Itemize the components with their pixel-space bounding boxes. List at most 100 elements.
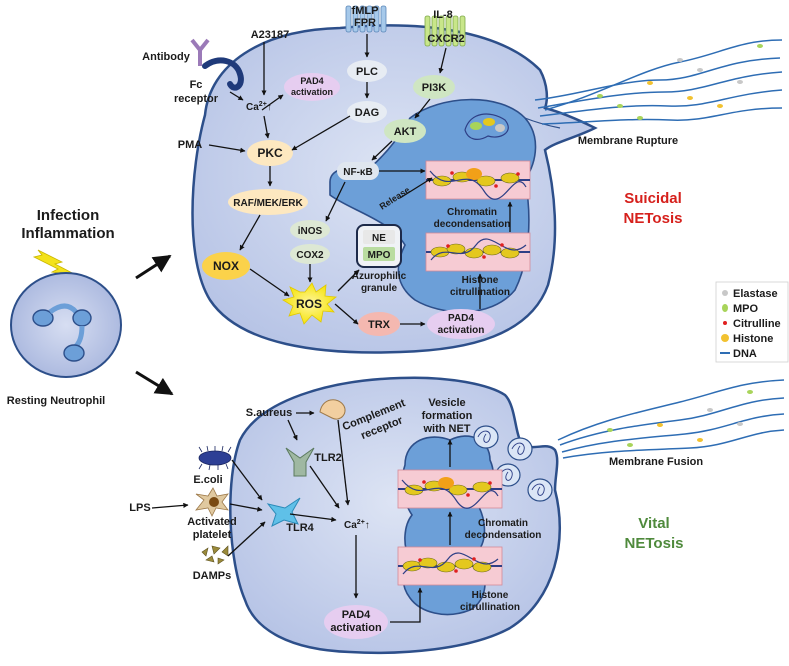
nox-label: NOX — [213, 259, 239, 273]
infection-label: Infection — [37, 207, 100, 224]
vital-title-2: NETosis — [625, 535, 684, 552]
antibody-label: Antibody — [142, 51, 191, 63]
legend-mpo-swatch — [722, 304, 728, 312]
tlr4-label: TLR4 — [286, 522, 314, 534]
fmlp-label: fMLP — [352, 5, 379, 17]
pkc-node — [247, 140, 293, 166]
released-dna-proteins — [597, 44, 763, 120]
akt-label: AKT — [394, 126, 417, 138]
trx-node — [358, 312, 400, 336]
saureus-label: S.aureus — [246, 407, 292, 419]
histone-citrullinated-panel — [425, 232, 531, 272]
calcium-label: Ca2+↑ — [246, 101, 272, 113]
pad4-bottom-label-1: PAD4 — [448, 313, 474, 324]
dag-node — [347, 101, 387, 123]
vital-chromatin-panel — [397, 469, 503, 510]
complement-receptor-icon — [319, 399, 346, 420]
vesicle-label-1: Vesicle — [428, 397, 465, 409]
ecoli-icon — [198, 445, 232, 471]
raf-mek-erk-label: RAF/MEK/ERK — [233, 198, 303, 209]
vital-pad4-label-2: activation — [330, 622, 382, 634]
fc-receptor-icon — [202, 57, 244, 91]
pad4-top-label-2: activation — [291, 87, 333, 97]
vital-chromatin-label-2: decondensation — [465, 530, 542, 541]
fpr-label: FPR — [354, 17, 376, 29]
platelet-label-2: platelet — [193, 529, 232, 541]
cxcr2-label: CXCR2 — [427, 33, 464, 45]
vesicle-dna-coils — [477, 430, 545, 496]
arrow-to-suicidal — [135, 254, 172, 280]
suicidal-netosis-panel: Antibody Fc receptor A23187 fMLP FPR IL-… — [142, 5, 783, 354]
cxcr2-receptor-icon — [424, 15, 466, 47]
legend-elastase-swatch — [722, 290, 728, 296]
vital-pad4-node — [324, 605, 388, 639]
platelet-label-1: Activated — [187, 516, 237, 528]
mpo-label: MPO — [368, 250, 391, 261]
cox2-node — [290, 244, 330, 264]
nfkb-label: NF-κB — [343, 167, 372, 178]
legend-box — [715, 281, 789, 363]
inflammation-label: Inflammation — [21, 225, 114, 242]
legend: Elastase MPO Citrulline Histone DNA — [715, 281, 789, 363]
tlr2-label: TLR2 — [314, 452, 342, 464]
plc-label: PLC — [356, 66, 378, 78]
legend-dna-label: DNA — [733, 348, 757, 360]
ros-burst — [281, 282, 338, 325]
antibody-icon — [190, 38, 210, 66]
vital-calcium-label: Ca2+↑ — [344, 519, 370, 531]
pi3k-node — [413, 75, 455, 99]
azurophilic-label-2: granule — [361, 283, 398, 294]
vital-dna-proteins — [607, 390, 753, 447]
resting-neutrophil-panel: Infection Inflammation Resting Neutrophi… — [7, 207, 174, 407]
vital-pad4-label-1: PAD4 — [342, 609, 371, 621]
suicidal-title-2: NETosis — [624, 210, 683, 227]
release-arrow — [399, 177, 433, 199]
plc-node — [347, 60, 387, 82]
ne-label: NE — [372, 233, 386, 244]
chromatin-label-1: Chromatin — [447, 207, 497, 218]
membrane-fusion-label: Membrane Fusion — [609, 456, 703, 468]
arrow-to-vital — [135, 370, 174, 396]
suicidal-title-1: Suicidal — [624, 190, 682, 207]
ne-box — [363, 230, 395, 244]
damps-icon — [201, 545, 229, 565]
chromatin-decondensed-panel — [425, 160, 531, 201]
pad4-top-label-1: PAD4 — [300, 76, 323, 86]
ros-label: ROS — [296, 297, 322, 311]
pad4-bottom-node — [427, 309, 495, 339]
azurophilic-label-1: Azurophilic — [352, 271, 407, 282]
lightning-bolt-icon — [32, 249, 79, 277]
vital-pathway-arrows — [151, 410, 453, 623]
a23187-label: A23187 — [251, 29, 290, 41]
nox-node — [202, 252, 250, 280]
inos-label: iNOS — [298, 226, 323, 237]
legend-histone-label: Histone — [733, 333, 773, 345]
tlr4-icon — [266, 497, 301, 527]
inos-node — [290, 220, 330, 240]
pma-label: PMA — [178, 139, 203, 151]
legend-citrulline-label: Citrulline — [733, 318, 781, 330]
vital-chromatin-label-1: Chromatin — [478, 518, 528, 529]
pkc-label: PKC — [257, 146, 283, 160]
pad4-top-node — [284, 73, 340, 101]
dag-label: DAG — [355, 107, 379, 119]
vesicle-label-2: formation — [422, 410, 473, 422]
resting-nucleus — [32, 303, 92, 362]
akt-node — [384, 119, 426, 143]
vesicle-label-3: with NET — [422, 423, 470, 435]
fc-receptor-label-1: Fc — [190, 79, 203, 91]
vital-netosis-panel: S.aureus Complement receptor TLR2 TLR4 E… — [129, 376, 785, 655]
released-dna-strands — [534, 39, 783, 125]
vital-histone-label-1: Histone — [472, 590, 509, 601]
fpr-receptor-icon — [345, 5, 387, 33]
net-vesicles — [473, 425, 553, 502]
pad4-bottom-label-2: activation — [438, 325, 485, 336]
platelet-icon — [195, 487, 229, 517]
damps-label: DAMPs — [193, 570, 232, 582]
vital-title-1: Vital — [638, 515, 669, 532]
legend-elastase-label: Elastase — [733, 288, 778, 300]
tlr2-icon — [285, 447, 315, 477]
lps-label: LPS — [129, 502, 150, 514]
mpo-box — [363, 247, 395, 261]
